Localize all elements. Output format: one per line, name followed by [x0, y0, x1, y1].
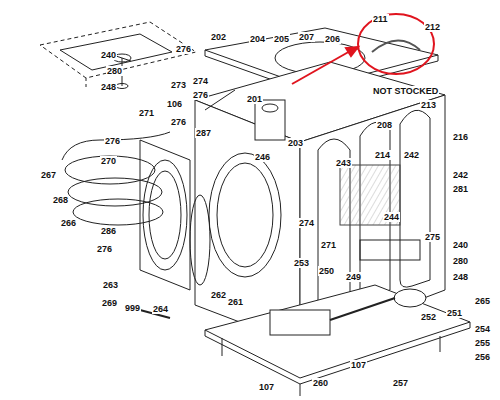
- side-window: [400, 110, 430, 287]
- foot: [222, 338, 223, 356]
- callout-number: 242: [452, 170, 469, 180]
- callout-number: 214: [374, 150, 391, 160]
- callout-number: 202: [210, 32, 227, 42]
- callout-number: 281: [452, 184, 469, 194]
- inset-outline: [40, 22, 196, 78]
- callout-number: 265: [474, 296, 491, 306]
- callout-number: 206: [324, 34, 341, 44]
- callout-number: 203: [287, 138, 304, 148]
- callout-number: 276: [104, 136, 121, 146]
- highlight-arrowhead: [346, 47, 358, 56]
- base: [205, 285, 470, 396]
- door-seal: [190, 195, 210, 285]
- callout-number: 248: [100, 82, 117, 92]
- callout-number: 204: [249, 34, 266, 44]
- callout-number: 248: [452, 272, 469, 282]
- callout-number: 261: [227, 297, 244, 307]
- rear-panel: [340, 165, 400, 225]
- callout-number: 275: [424, 232, 441, 242]
- callout-number: 266: [60, 218, 77, 228]
- callout-number: 244: [383, 212, 400, 222]
- inset-panel: [60, 34, 172, 70]
- hinge-part: [372, 40, 420, 52]
- foot: [440, 336, 441, 352]
- door-assembly: [140, 140, 210, 290]
- door-opening: [209, 153, 281, 277]
- rings: [62, 132, 170, 318]
- base-edge: [205, 322, 470, 384]
- callout-number: 240: [100, 50, 117, 60]
- callout-number: 216: [452, 132, 469, 142]
- note-text: NOT STOCKED: [372, 86, 439, 96]
- callout-number: 276: [192, 90, 209, 100]
- callout-number: 246: [254, 152, 271, 162]
- ring: [65, 156, 155, 184]
- cabinet-front: [195, 100, 300, 345]
- foot: [300, 384, 301, 396]
- callout-number: 268: [52, 195, 69, 205]
- callout-number: 269: [101, 298, 118, 308]
- callout-number: 267: [40, 170, 57, 180]
- callout-number: 106: [166, 99, 183, 109]
- callout-number: 213: [420, 100, 437, 110]
- callout-number: 262: [210, 290, 227, 300]
- callout-number: 257: [392, 378, 409, 388]
- callout-number: 251: [446, 308, 463, 318]
- callout-number: 287: [195, 128, 212, 138]
- callout-number: 271: [320, 240, 337, 250]
- callout-number: 280: [452, 256, 469, 266]
- callout-number: 263: [102, 280, 119, 290]
- control-box: [255, 100, 285, 140]
- callout-number: 250: [318, 266, 335, 276]
- callout-number: 249: [345, 272, 362, 282]
- callout-number: 243: [335, 158, 352, 168]
- callout-number: 999: [124, 303, 141, 313]
- callout-number: 242: [403, 150, 420, 160]
- inset-edge: [86, 78, 87, 88]
- callout-number: 273: [170, 80, 187, 90]
- callout-number: 276: [175, 44, 192, 54]
- door-gasket: [217, 163, 273, 267]
- callout-number: 254: [474, 324, 491, 334]
- callout-number: 205: [273, 34, 290, 44]
- callout-number: 253: [293, 258, 310, 268]
- callout-number: 107: [350, 360, 367, 370]
- callout-number: 256: [474, 352, 491, 362]
- inset-foot: [116, 84, 128, 89]
- callout-number: 240: [452, 240, 469, 250]
- callout-number: 274: [192, 76, 209, 86]
- base-plate: [205, 285, 470, 378]
- drive-shaft: [330, 298, 395, 320]
- pump: [270, 310, 330, 335]
- wire-harness: [205, 90, 235, 110]
- callout-number: 207: [298, 32, 315, 42]
- callout-number: 107: [258, 382, 275, 392]
- callout-number: 264: [152, 304, 169, 314]
- callout-number: 255: [474, 338, 491, 348]
- motor: [394, 289, 426, 307]
- ring: [73, 199, 163, 225]
- callout-number: 201: [246, 94, 263, 104]
- callout-number: 280: [106, 66, 123, 76]
- callout-number: 212: [424, 22, 441, 32]
- callout-number: 260: [312, 378, 329, 388]
- callout-number: 252: [420, 312, 437, 322]
- motor-bracket: [360, 240, 420, 260]
- highlight-circle: [358, 14, 434, 74]
- callout-number: 271: [138, 108, 155, 118]
- callout-number: 270: [100, 156, 117, 166]
- callout-number: 286: [100, 226, 117, 236]
- inset-detail: [40, 22, 196, 89]
- callout-number: 276: [170, 117, 187, 127]
- highlight-arrow: [292, 50, 352, 84]
- callout-number: 211: [372, 14, 389, 24]
- callout-number: 274: [298, 218, 315, 228]
- callout-number: 276: [96, 244, 113, 254]
- highlight: [292, 14, 434, 84]
- valve: [262, 104, 278, 112]
- callout-number: 208: [376, 120, 393, 130]
